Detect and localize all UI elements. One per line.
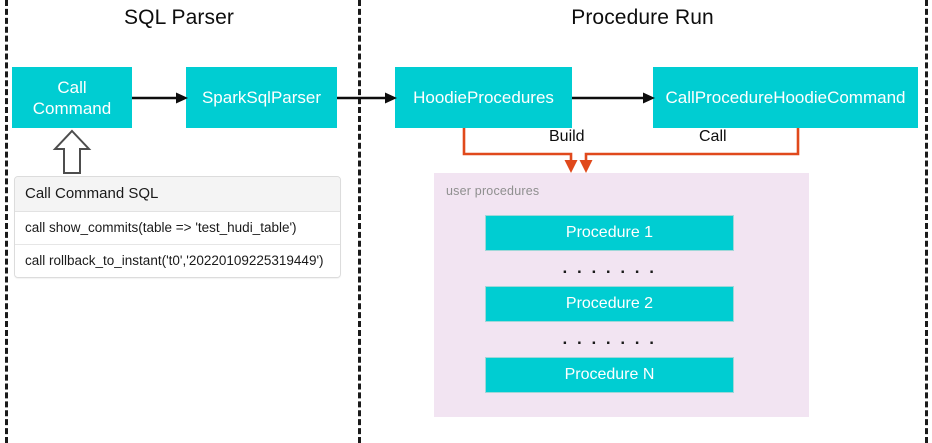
node-call-procedure-hoodie-command[interactable]: CallProcedureHoodieCommand	[653, 67, 918, 128]
hollow-up-arrow-icon	[52, 129, 92, 174]
procedures-ellipsis: . . . . . . .	[562, 329, 657, 348]
procedure-label: Procedure N	[564, 366, 655, 383]
procedures-ellipsis: . . . . . . .	[562, 258, 657, 277]
divider-middle-dashed	[358, 0, 361, 443]
arrow-call-command-to-spark-sql-parser-icon	[132, 92, 188, 104]
procedure-box[interactable]: Procedure 1	[485, 215, 734, 251]
divider-right-dashed	[925, 0, 928, 443]
call-command-sql-row: call show_commits(table => 'test_hudi_ta…	[15, 212, 340, 244]
call-command-sql-table: Call Command SQL call show_commits(table…	[14, 176, 341, 278]
arrow-hoodie-procedures-to-call-procedure-hoodie-command-icon	[572, 92, 655, 104]
node-call-command[interactable]: Call Command	[12, 67, 132, 128]
node-spark-sql-parser[interactable]: SparkSqlParser	[186, 67, 337, 128]
build-call-connectors-icon	[462, 128, 800, 173]
procedure-box[interactable]: Procedure 2	[485, 286, 734, 322]
node-call-command-line1: Call	[57, 77, 87, 97]
procedure-label: Procedure 2	[565, 295, 654, 312]
node-call-procedure-hoodie-command-label: CallProcedureHoodieCommand	[665, 88, 906, 107]
call-command-sql-row: call rollback_to_instant('t0','202201092…	[15, 244, 340, 277]
node-hoodie-procedures[interactable]: HoodieProcedures	[395, 67, 572, 128]
call-command-sql-table-header: Call Command SQL	[15, 177, 340, 212]
procedure-label: Procedure 1	[565, 224, 654, 241]
node-call-command-line2: Command	[32, 98, 112, 118]
connector-label-call: Call	[694, 128, 732, 146]
node-spark-sql-parser-label: SparkSqlParser	[201, 88, 322, 107]
section-title-procedure-run: Procedure Run	[571, 6, 714, 29]
user-procedures-label: user procedures	[446, 184, 540, 198]
connector-label-build: Build	[544, 128, 590, 146]
user-procedures-panel: user procedures Procedure 1 . . . . . . …	[434, 173, 809, 417]
arrow-spark-sql-parser-to-hoodie-procedures-icon	[337, 92, 397, 104]
divider-left-dashed	[5, 0, 8, 443]
node-hoodie-procedures-label: HoodieProcedures	[413, 88, 554, 107]
procedure-box[interactable]: Procedure N	[485, 357, 734, 393]
section-title-sql-parser: SQL Parser	[124, 6, 234, 29]
